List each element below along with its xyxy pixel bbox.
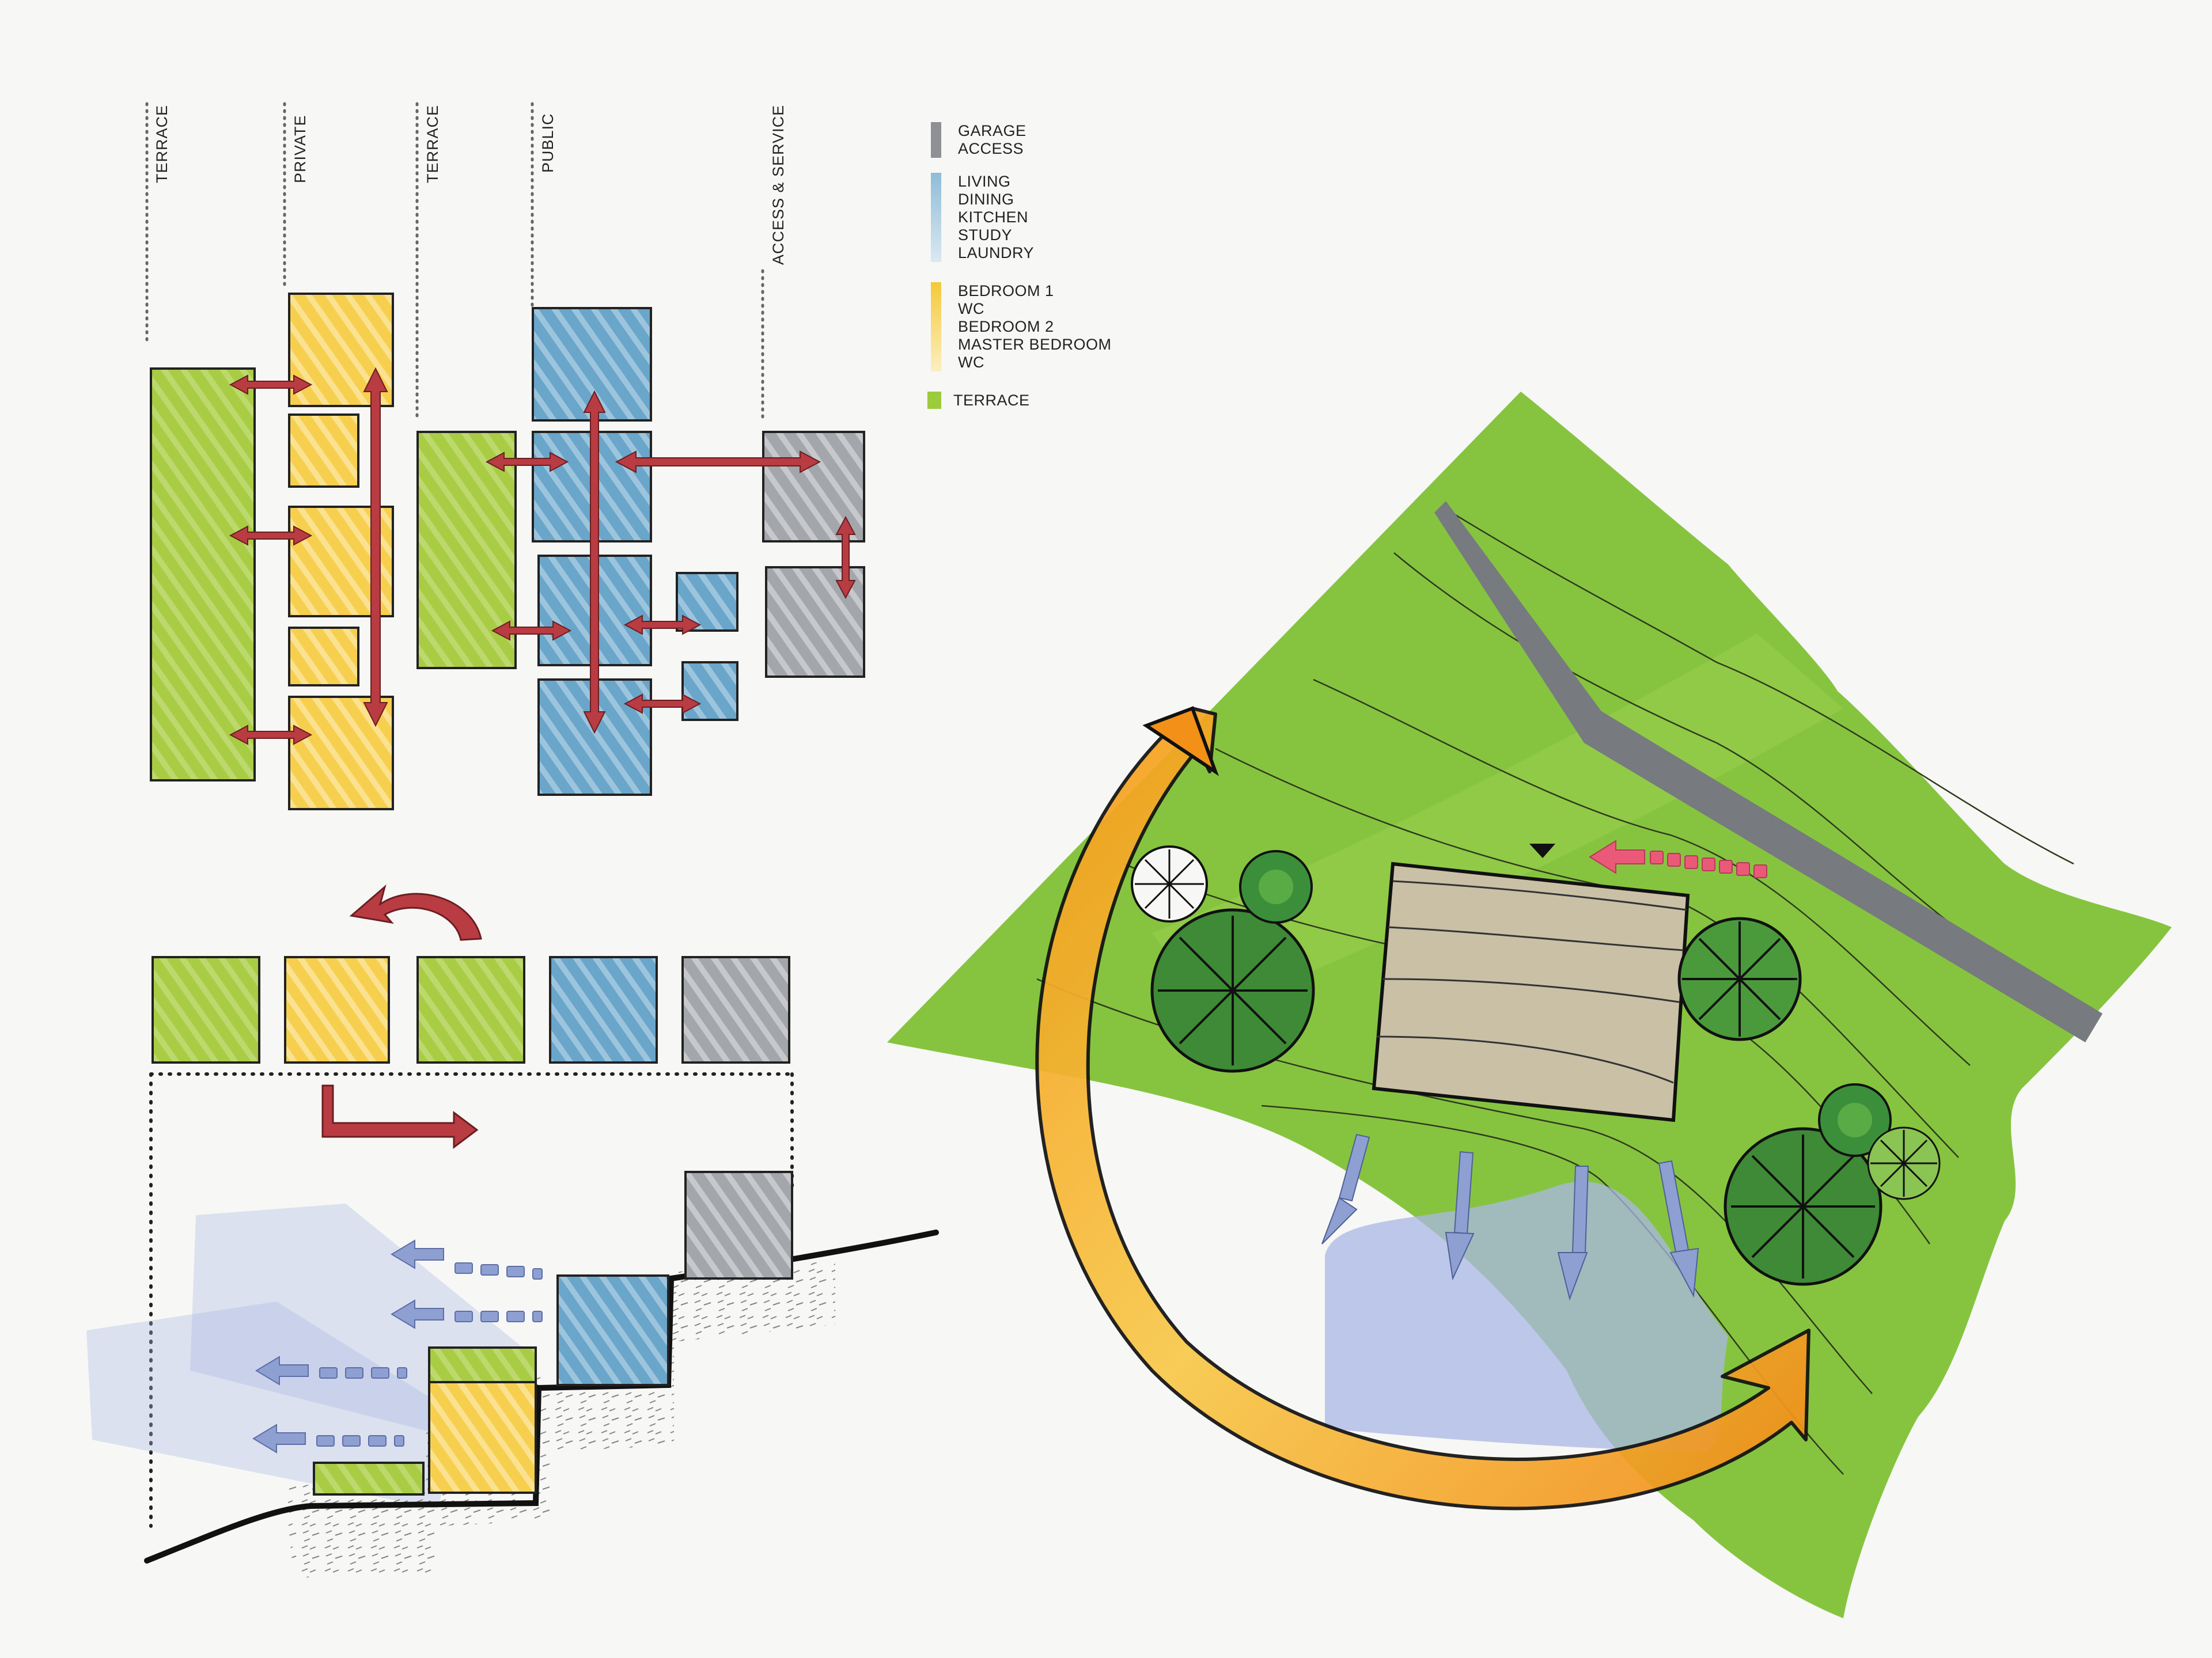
terrace-block-1 [150, 367, 256, 781]
legend-swatch-garage [931, 122, 941, 158]
private-block-2 [288, 413, 359, 488]
zone-public [549, 956, 658, 1064]
access-road [1434, 501, 2103, 1042]
legend-text-private: BEDROOM 1 WC BEDROOM 2 MASTER BEDROOM WC [958, 282, 1112, 371]
entry-arrow [1589, 840, 1767, 878]
legend-line: LAUNDRY [958, 244, 1035, 261]
legend-line: TERRACE [953, 392, 1030, 409]
legend-line: DINING [958, 191, 1014, 208]
tree-large-2 [1677, 917, 1802, 1041]
legend-line: BEDROOM 1 [958, 282, 1054, 299]
legend-line: MASTER BEDROOM [958, 336, 1112, 353]
legend-line: ACCESS [958, 140, 1024, 157]
legend-line: WC [958, 300, 984, 317]
view-zone [1325, 1181, 1728, 1451]
legend-swatch-public [931, 173, 941, 262]
legend-text-garage: GARAGE ACCESS [958, 122, 1027, 158]
private-block-4 [288, 627, 359, 686]
legend-swatch-terrace [927, 392, 941, 409]
entry-marker [1529, 844, 1555, 858]
section-terrace-upper [428, 1346, 537, 1383]
circulation-arrows [229, 367, 856, 745]
zone-service [681, 956, 790, 1064]
legend-line: BEDROOM 2 [958, 318, 1054, 335]
zone-terrace-2 [416, 956, 525, 1064]
legend-text-terrace: TERRACE [953, 392, 1030, 409]
sun-path-arrow [1035, 707, 1810, 1511]
zone-terrace-1 [151, 956, 260, 1064]
section-public [556, 1274, 669, 1386]
section-private [428, 1381, 537, 1494]
legend-line: GARAGE [958, 122, 1027, 139]
legend-line: LIVING [958, 173, 1011, 190]
trees [1131, 845, 1941, 1286]
bubble-diagram [150, 293, 865, 810]
section-sketch [86, 1171, 939, 1578]
tree-large-1 [1150, 908, 1315, 1073]
legend-swatch-private [931, 282, 941, 371]
legend-line: WC [958, 354, 984, 371]
zone-private [284, 956, 390, 1064]
tree-small-2 [1867, 1126, 1941, 1200]
site-view-arrows [1321, 1133, 1699, 1301]
zone-strip [151, 884, 790, 1149]
site-plan [887, 392, 2172, 1618]
building-footprint [1372, 862, 1690, 1122]
legend-line: KITCHEN [958, 208, 1029, 226]
section-service [684, 1171, 793, 1280]
view-arrows [252, 1239, 543, 1454]
tree-large-3 [1724, 1127, 1883, 1286]
legend-line: STUDY [958, 226, 1013, 244]
legend-text-public: LIVING DINING KITCHEN STUDY LAUNDRY [958, 173, 1034, 262]
tree-round-1 [1239, 850, 1313, 924]
tree-small-1 [1131, 845, 1208, 923]
column-guides [145, 102, 764, 422]
swap-arrow-curved [349, 884, 482, 941]
swap-arrow-elbow [321, 1084, 479, 1149]
tree-round-2 [1818, 1083, 1892, 1157]
section-terrace-lower [313, 1462, 425, 1496]
public-block-6 [681, 661, 738, 721]
